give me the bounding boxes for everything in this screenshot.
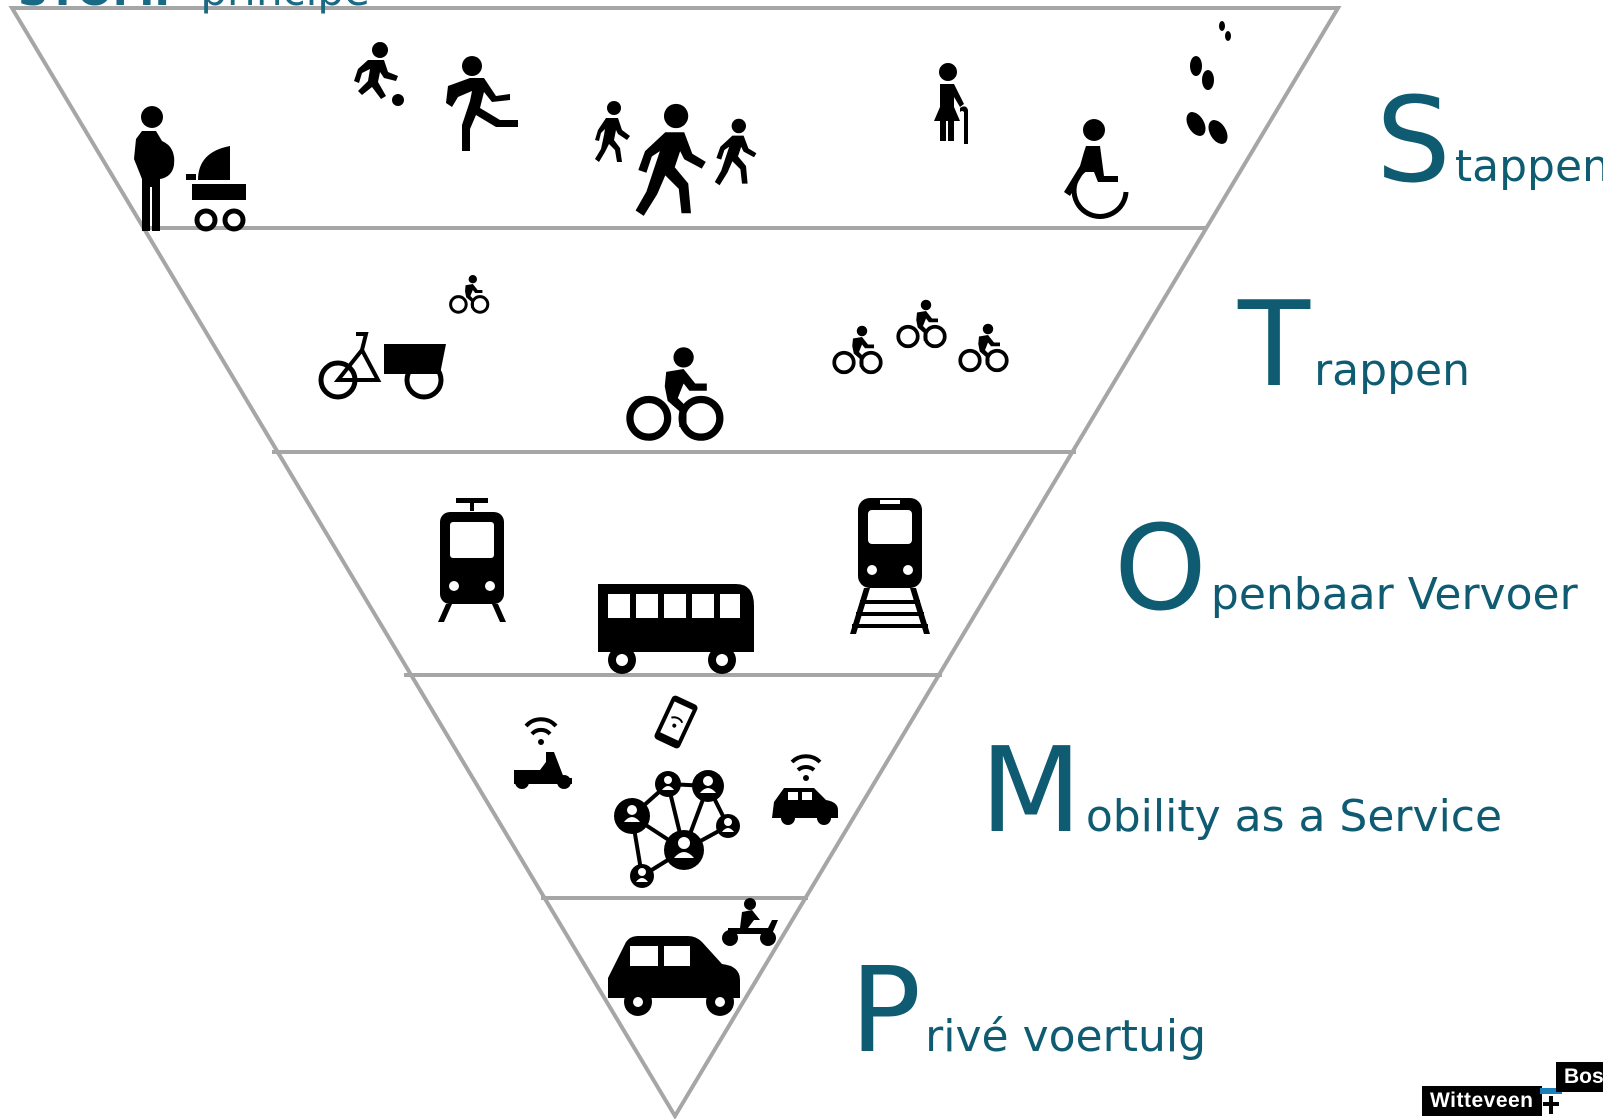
elderly-person-cane-icon: [934, 63, 968, 144]
tram-icon: [438, 498, 506, 622]
logo-plus-mark: [1540, 1088, 1562, 1114]
baby-stroller-icon: [186, 146, 246, 232]
wheelchair-user-icon: [1064, 119, 1129, 219]
soccer-player-icon: [354, 42, 404, 106]
label-letter: M: [980, 721, 1082, 859]
pregnant-woman-icon: [134, 106, 175, 231]
page-title: STOMP-principe: [18, 0, 370, 15]
smartphone-icon: [654, 695, 698, 749]
shared-car-wifi-icon: [772, 754, 838, 825]
level-t-icons: [318, 273, 1009, 437]
witteveen-bos-logo: Witteveen Bos: [1422, 1062, 1603, 1119]
level-o-icons: [438, 498, 930, 674]
level-p-icons: [608, 898, 778, 1016]
cargo-bike-icon: [318, 332, 446, 400]
walking-person-small-icon: [714, 118, 757, 186]
pyramid-outline: [8, 6, 1342, 1119]
level-s-icons: [134, 21, 1231, 232]
label-text: obility as a Service: [1085, 791, 1503, 843]
level-m-icons: [514, 695, 838, 888]
cyclist-icon: [630, 347, 720, 437]
car-icon: [608, 936, 740, 1016]
train-icon: [850, 498, 930, 634]
logo-suffix: Bos: [1556, 1062, 1603, 1092]
people-network-icon: [614, 770, 740, 888]
bus-icon: [598, 584, 754, 674]
label-letter: P: [850, 941, 922, 1079]
label-text: tappen: [1454, 141, 1603, 193]
small-cyclist-icon: [449, 273, 490, 314]
label-letter: T: [1238, 275, 1311, 413]
cyclist-group-icon: [832, 297, 1009, 375]
label-text: rappen: [1314, 345, 1470, 397]
motorcycle-icon: [722, 898, 778, 946]
logo-name: Witteveen: [1422, 1086, 1542, 1116]
label-text: penbaar Vervoer: [1210, 569, 1578, 621]
label-text: rivé voertuig: [925, 1011, 1206, 1063]
label-letter: O: [1114, 499, 1207, 637]
label-letter: S: [1376, 71, 1451, 209]
walking-person-icon: [635, 103, 706, 216]
shared-scooter-wifi-icon: [514, 717, 572, 789]
walking-child-icon: [595, 101, 630, 162]
running-person-icon: [446, 56, 518, 151]
footprints-icon: [1186, 21, 1231, 144]
